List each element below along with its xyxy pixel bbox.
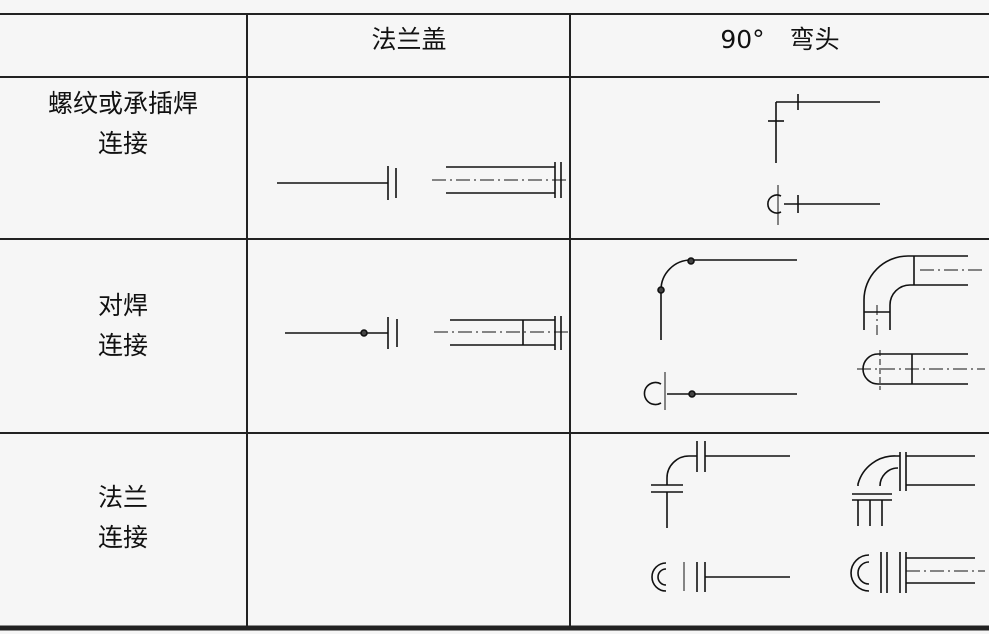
symbol-flanged-elbow-90 [651, 441, 985, 593]
header-blind-flange: 法兰盖 [371, 25, 447, 54]
row-label-line2: 连接 [97, 523, 148, 552]
table-grid [0, 13, 989, 631]
header-elbow-90: 90° 弯头 [720, 25, 840, 54]
row-label-line2: 连接 [97, 129, 148, 158]
row-label-line2: 连接 [97, 331, 148, 360]
row-label-buttweld: 对焊 连接 [0, 286, 246, 366]
symbol-buttweld-elbow-90 [643, 255, 985, 410]
row-label-line1: 螺纹或承插焊 [47, 89, 198, 118]
row-label-line1: 法兰 [97, 483, 148, 512]
symbol-buttweld-blind-flange [285, 316, 568, 350]
row-label-threaded: 螺纹或承插焊 连接 [0, 84, 246, 164]
row-label-line1: 对焊 [97, 291, 148, 320]
symbol-threaded-blind-flange [277, 162, 568, 200]
row-label-flanged: 法兰 连接 [0, 478, 246, 558]
symbol-threaded-elbow-90 [767, 94, 880, 225]
